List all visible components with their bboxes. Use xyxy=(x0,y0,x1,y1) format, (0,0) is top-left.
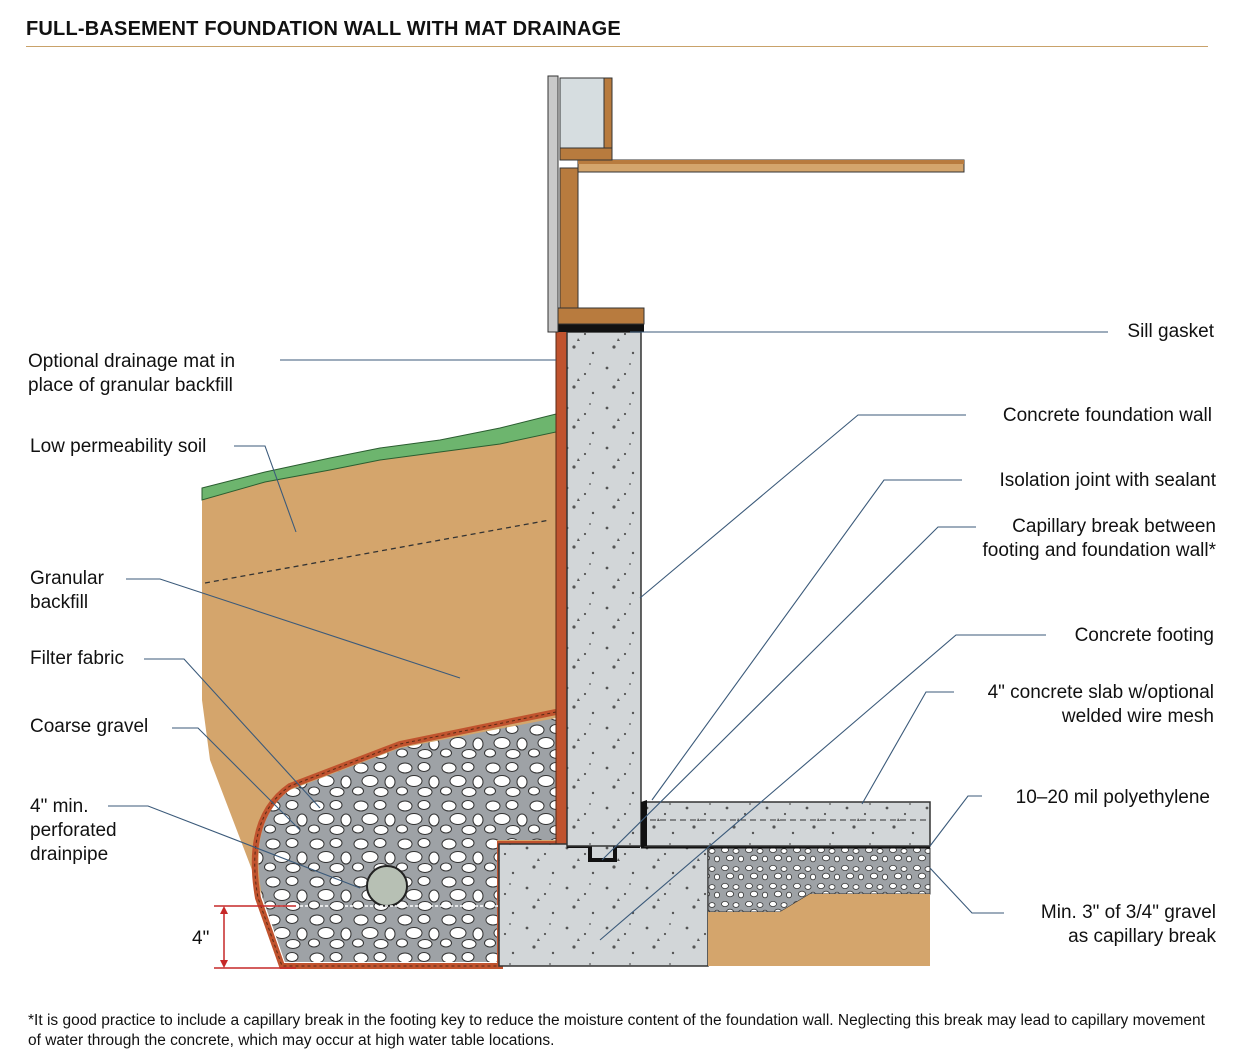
soil-layer-line xyxy=(204,519,551,584)
label-capillary-break: Capillary break between footing and foun… xyxy=(982,516,1216,561)
isolation-joint xyxy=(641,800,647,846)
label-filter-fabric: Filter fabric xyxy=(30,648,124,669)
label-granular-backfill: Granular backfill xyxy=(30,568,104,613)
dimension-4in xyxy=(214,905,296,969)
label-concrete-footing: Concrete footing xyxy=(1074,625,1214,646)
label-isolation-joint: Isolation joint with sealant xyxy=(999,470,1216,491)
label-gravel-capillary-break: Min. 3" of 3/4" gravel as capillary brea… xyxy=(1040,902,1216,947)
slab-subgrade xyxy=(708,894,930,966)
footnote: *It is good practice to include a capill… xyxy=(28,1012,1205,1049)
title-rule xyxy=(26,46,1208,47)
filter-fabric xyxy=(251,709,557,969)
coarse-gravel-fill xyxy=(258,718,556,962)
concrete-foundation-wall xyxy=(566,331,642,847)
page-title: FULL-BASEMENT FOUNDATION WALL WITH MAT D… xyxy=(26,18,621,40)
drainpipe xyxy=(366,865,408,907)
sheathing xyxy=(547,75,559,333)
sill-plate xyxy=(557,307,645,325)
wall-stud-cavity xyxy=(559,77,605,149)
sill-gasket xyxy=(558,322,644,332)
rim-joist xyxy=(559,167,579,309)
label-polyethylene: 10–20 mil polyethylene xyxy=(1015,787,1210,808)
concrete-slab xyxy=(644,801,931,847)
label-concrete-foundation-wall: Concrete foundation wall xyxy=(1002,405,1212,426)
label-coarse-gravel: Coarse gravel xyxy=(30,716,149,737)
label-drainage-mat: Optional drainage mat in place of granul… xyxy=(28,351,236,396)
leader-lines xyxy=(108,331,1108,941)
bottom-plate xyxy=(559,147,613,161)
label-drainpipe: 4" min. perforated drainpipe xyxy=(30,796,117,865)
concrete-footing xyxy=(498,843,709,967)
label-low-permeability-soil: Low permeability soil xyxy=(30,436,207,457)
dimension-label: 4" xyxy=(192,928,210,949)
drainage-mat xyxy=(555,327,568,845)
label-concrete-slab: 4" concrete slab w/optional welded wire … xyxy=(987,682,1214,727)
label-sill-gasket: Sill gasket xyxy=(1127,321,1214,342)
